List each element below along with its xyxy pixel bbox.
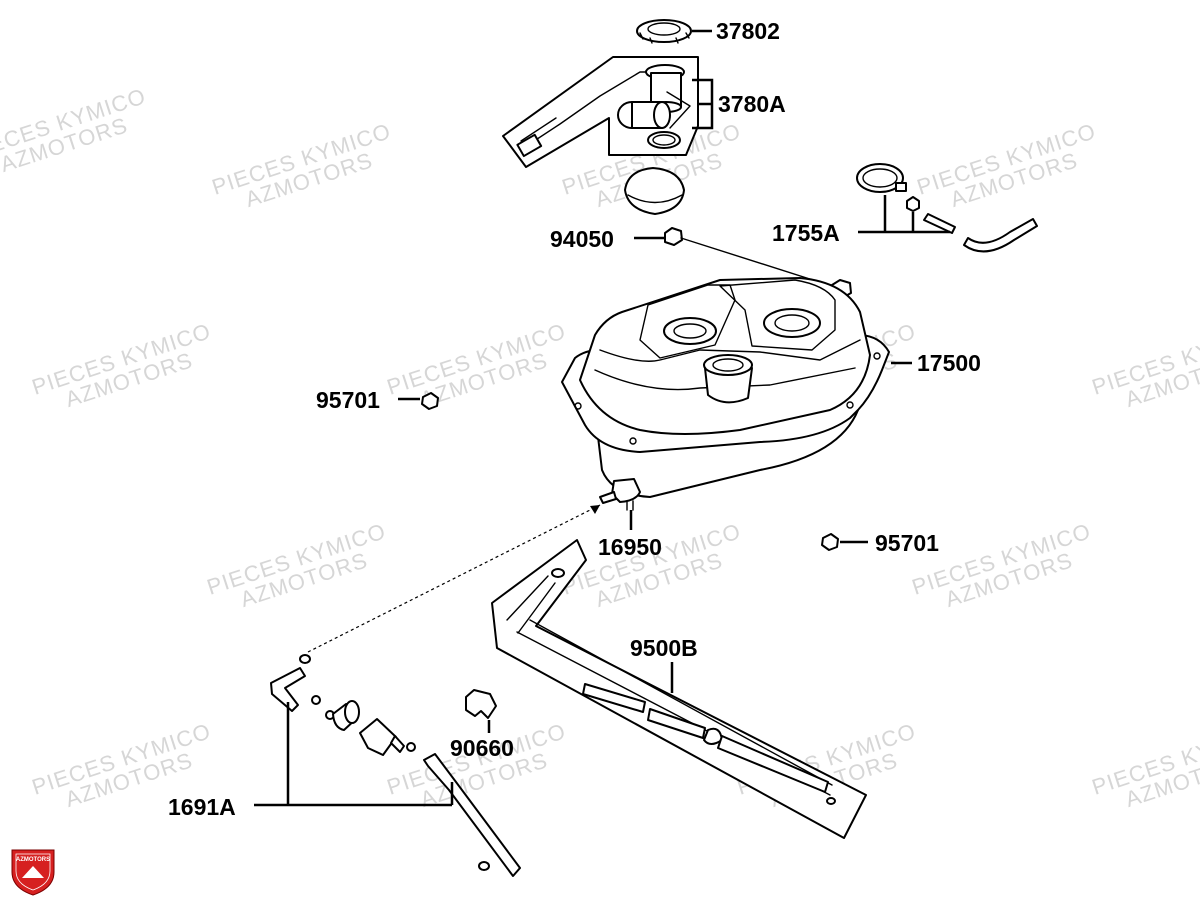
logo-text: AZMOTORS <box>16 857 50 863</box>
part-tube-guide <box>491 539 867 839</box>
part-rubber-cap <box>624 167 685 215</box>
label-9500B: 9500B <box>630 635 698 661</box>
part-labels: 37802 3780A 94050 1755A 17500 95701 1695… <box>168 18 981 820</box>
label-1755A: 1755A <box>772 220 840 246</box>
leader-lines <box>254 29 950 807</box>
part-fuel-sender <box>502 56 699 168</box>
part-bolt-lower <box>821 533 839 551</box>
guide-line <box>307 504 601 653</box>
part-lock-ring <box>636 19 692 44</box>
part-hose-clamp-kit <box>856 163 1038 253</box>
label-1691A: 1691A <box>168 794 236 820</box>
part-bolt-upper <box>421 392 439 410</box>
label-94050: 94050 <box>550 226 614 252</box>
brand-logo: AZMOTORS <box>11 849 55 896</box>
part-clip <box>465 689 497 719</box>
label-95701-lower: 95701 <box>875 530 939 556</box>
label-17500: 17500 <box>917 350 981 376</box>
part-fuel-valve <box>599 478 641 511</box>
label-95701-upper: 95701 <box>316 387 380 413</box>
part-fuel-tank <box>561 277 890 498</box>
label-16950: 16950 <box>598 534 662 560</box>
label-90660: 90660 <box>450 735 514 761</box>
part-hose-filter-kit <box>270 654 521 877</box>
label-3780A: 3780A <box>718 91 786 117</box>
label-37802: 37802 <box>716 18 780 44</box>
